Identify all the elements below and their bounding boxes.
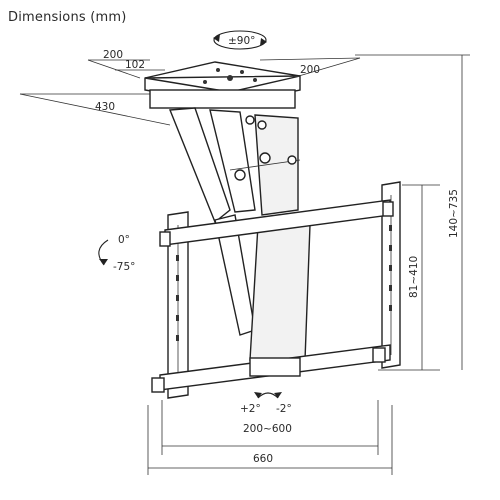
drop-depth-label: 430 [95, 101, 115, 113]
mount-arm [168, 107, 311, 361]
ceiling-plate [144, 61, 301, 109]
vesa-frame [151, 181, 401, 399]
level-minus-label: -2° [276, 403, 292, 415]
tilt-bottom-label: -75° [113, 261, 135, 273]
frame-width-label: 660 [253, 453, 273, 465]
total-height-label: 140~735 [448, 189, 460, 238]
height-adjust-label: 81~410 [408, 256, 420, 298]
vesa-range-label: 200~600 [243, 423, 292, 435]
plate-width-label: 200 [300, 64, 320, 76]
plate-depth-holes-label: 102 [125, 59, 145, 71]
plate-depth-total-label: 200 [103, 49, 123, 61]
rotate-arrow-icon [213, 30, 267, 50]
level-arrow-icon [254, 392, 282, 399]
swivel-label: ±90° [228, 35, 255, 47]
dimension-lines [19, 54, 470, 475]
tilt-top-label: 0° [118, 234, 130, 246]
diagram-title: Dimensions (mm) [8, 10, 127, 25]
level-plus-label: +2° [240, 403, 261, 415]
tilt-arrow-icon [98, 239, 109, 266]
